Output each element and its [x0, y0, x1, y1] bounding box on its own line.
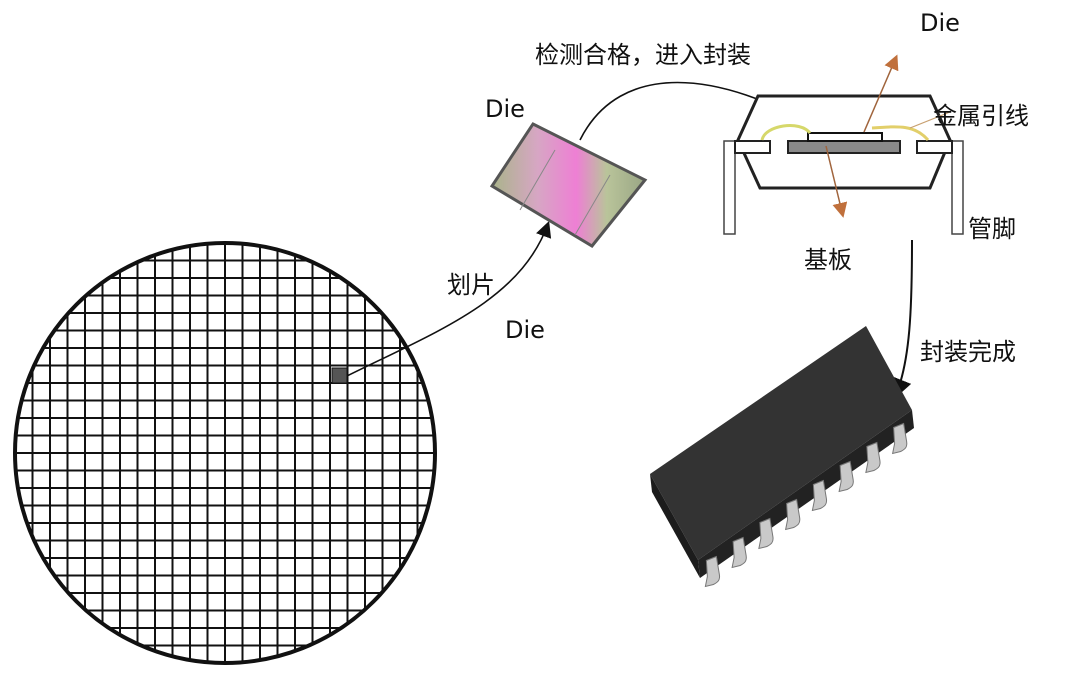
inspection-label: 检测合格，进入封装 — [535, 41, 751, 69]
packaging-done-arrow — [892, 239, 913, 399]
ic-pin — [891, 422, 908, 455]
bond-wire-right — [871, 125, 930, 142]
ic-pin — [758, 517, 774, 550]
dicing-label: 划片 — [447, 271, 495, 299]
package-die — [807, 132, 883, 142]
ic-pin — [704, 555, 721, 588]
right-pin — [951, 140, 964, 235]
packaged-ic — [650, 326, 914, 588]
bond-wire-left — [760, 124, 812, 141]
ic-pin — [784, 498, 801, 531]
die-wafer-label: Die — [505, 316, 545, 344]
dicing-arrow — [346, 220, 552, 377]
left-pin — [723, 140, 736, 235]
packaging-done-label: 封装完成 — [920, 338, 1016, 366]
die-chip-image — [489, 122, 648, 248]
die-chip-label: Die — [485, 95, 525, 123]
pins-label: 管脚 — [968, 215, 1016, 243]
ic-pin — [838, 460, 854, 493]
ic-pin — [865, 441, 881, 474]
package-cross-section — [723, 54, 964, 235]
bond-wire-label: 金属引线 — [933, 102, 1029, 130]
selected-die — [331, 367, 348, 384]
wafer — [13, 241, 437, 665]
substrate-label: 基板 — [804, 246, 852, 274]
ic-pin — [811, 479, 828, 512]
die-package-label: Die — [920, 9, 960, 37]
wafer-outline — [13, 241, 437, 665]
ic-pin — [731, 536, 747, 569]
substrate — [787, 140, 901, 154]
